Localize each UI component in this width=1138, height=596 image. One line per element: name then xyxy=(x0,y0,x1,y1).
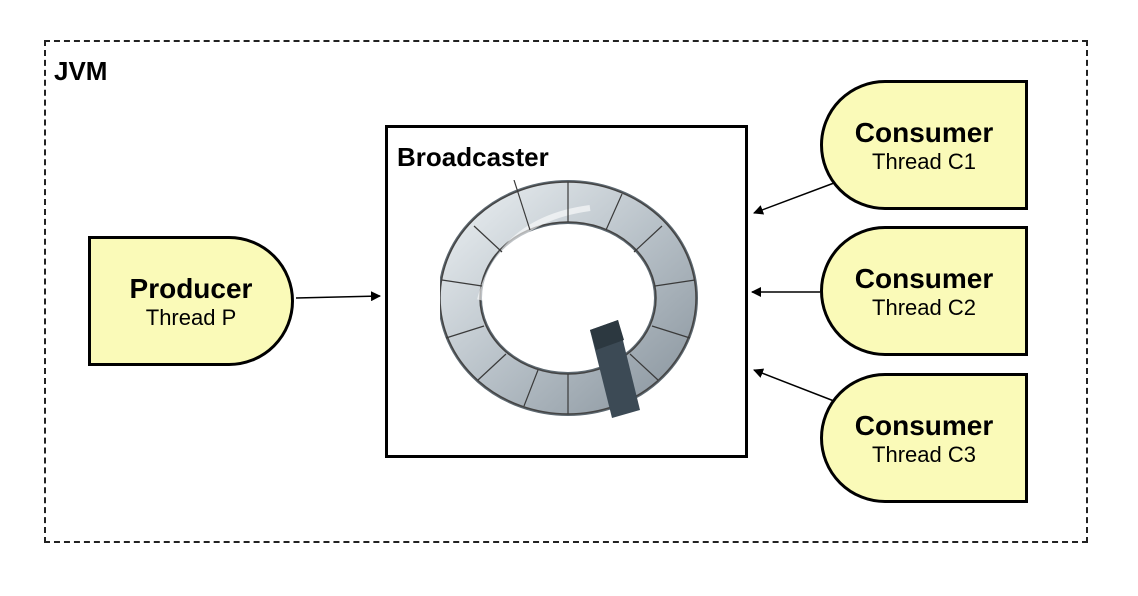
consumer-subtitle: Thread C3 xyxy=(872,442,976,467)
producer-subtitle: Thread P xyxy=(145,305,237,330)
consumer-title: Consumer xyxy=(854,410,994,441)
consumer-node-c3: Consumer Thread C3 xyxy=(820,373,1028,503)
consumer-title: Consumer xyxy=(854,117,994,148)
consumer-subtitle: Thread C1 xyxy=(872,149,976,174)
consumer-title: Consumer xyxy=(854,263,994,294)
producer-title: Producer xyxy=(129,273,253,304)
tape-strip xyxy=(590,320,640,418)
jvm-label: JVM xyxy=(54,56,108,86)
producer-node: Producer Thread P xyxy=(88,236,294,366)
consumer-subtitle: Thread C2 xyxy=(872,295,976,320)
jvm-boundary xyxy=(44,40,1088,543)
broadcaster-label: Broadcaster xyxy=(397,142,549,172)
consumer-node-c2: Consumer Thread C2 xyxy=(820,226,1028,356)
ring-segments xyxy=(441,180,696,414)
ring-buffer-icon xyxy=(440,180,698,418)
consumer-node-c1: Consumer Thread C1 xyxy=(820,80,1028,210)
